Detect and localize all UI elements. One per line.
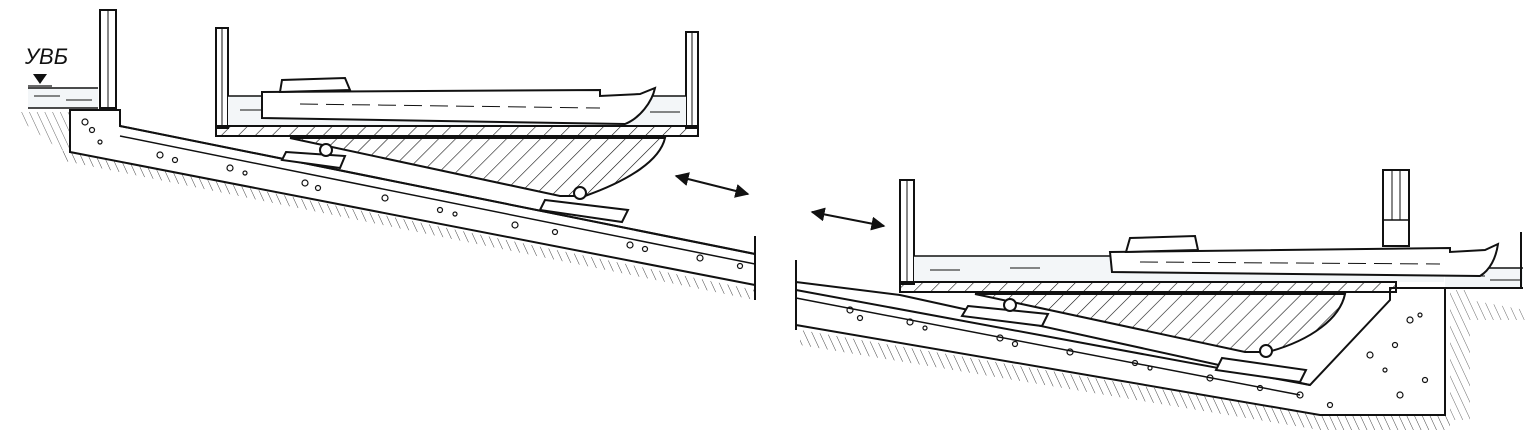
double-arrow-icon [674,172,750,198]
ship-right [1108,234,1500,278]
bogie-lower-left [538,186,630,224]
rail-track [119,125,756,255]
water-level-marker-icon [33,74,47,84]
upper-water-level-label: УВБ [24,44,68,69]
ship-left [261,76,657,126]
left-view: УВБ [20,9,756,300]
ground-hatching [60,150,755,300]
inclined-base [795,280,1446,416]
lower-gate-post [1382,169,1410,247]
bogie-lower-right [1214,344,1308,384]
upstream-water [28,87,98,109]
concrete-aggregate [81,118,744,270]
bogie-upper-right [960,298,1050,328]
concrete-aggregate [846,306,1429,409]
right-view [795,169,1525,430]
upper-gate-post [99,9,117,109]
bogie-upper-left [280,143,347,170]
ground-hatching [800,330,1450,430]
double-arrow-icon [810,207,886,231]
